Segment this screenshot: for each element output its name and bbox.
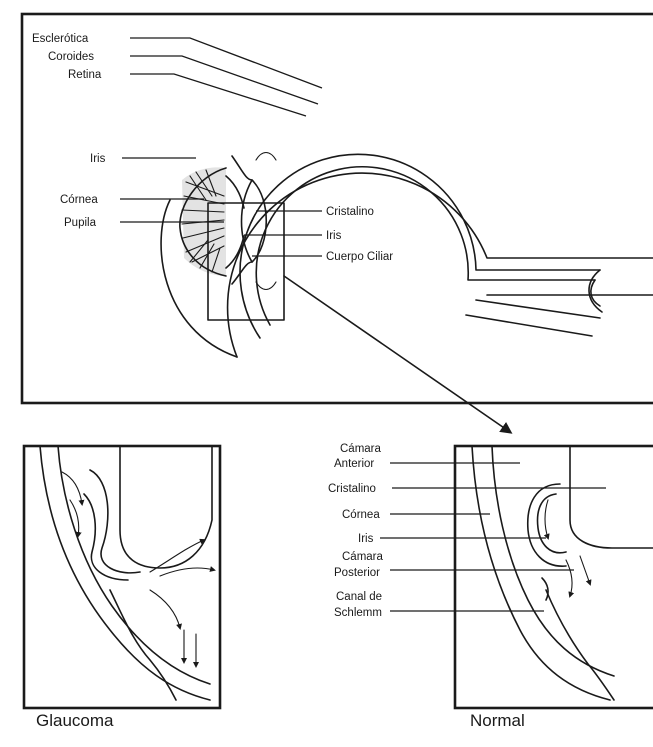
normal-flow-3 [580,556,590,584]
glaucoma-panel: Glaucoma [24,446,220,730]
normal-flow-1 [545,500,548,538]
glaucoma-ciliary [110,590,176,700]
optic-nerve-sheath [466,300,600,336]
glaucoma-illustration [40,446,214,700]
eyeball-cross-section [161,153,653,358]
normal-cornea [472,446,610,700]
label-iris-n: Iris [358,533,374,545]
glaucoma-caption: Glaucoma [36,711,114,730]
normal-illustration [472,446,653,700]
retina-layer [256,167,595,325]
label-camara-posterior-1: Cámara [342,551,384,563]
normal-schlemm [542,578,548,600]
leader-retina [130,74,306,116]
label-iris: Iris [90,153,106,165]
glaucoma-flow-3 [150,540,204,572]
label-camara-anterior-2: Anterior [334,458,374,470]
normal-lens [570,446,653,548]
optic-nerve-end [589,270,602,312]
label-canal-1: Canal de [336,591,382,603]
label-cornea-n: Córnea [342,509,380,521]
glaucoma-flow-5 [150,590,180,628]
label-camara-anterior-1: Cámara [340,443,382,455]
normal-ciliary [546,590,614,700]
normal-iris-2 [538,494,566,553]
normal-flow-2 [566,560,572,596]
glaucoma-panel-frame [24,446,220,708]
label-coroides: Coroides [48,51,94,63]
normal-cornea-inner [492,446,614,676]
leader-coroides [130,56,318,104]
normal-panel-frame [455,446,653,708]
label-esclerotica: Esclerótica [32,33,89,45]
leader-esclerotica [130,38,322,88]
glaucoma-iris [90,470,140,573]
label-camara-posterior-2: Posterior [334,567,380,579]
glaucoma-cornea-inner [58,446,210,684]
normal-labels: Cámara Anterior Cristalino Córnea Iris C… [328,443,606,619]
label-cristalino-n: Cristalino [328,483,376,495]
lens [242,180,267,262]
label-pupila: Pupila [64,217,97,229]
glaucoma-lens [120,446,212,568]
label-cristalino: Cristalino [326,206,374,218]
glaucoma-flow-1 [62,472,82,504]
normal-iris [528,484,566,566]
label-iris-right: Iris [326,230,342,242]
label-cuerpo-ciliar: Cuerpo Ciliar [326,251,393,263]
label-canal-2: Schlemm [334,607,382,619]
label-retina: Retina [68,69,102,81]
glaucoma-flow-4 [160,568,214,576]
label-cornea: Córnea [60,194,98,206]
normal-caption: Normal [470,711,525,730]
top-panel: Esclerótica Coroides Retina Iris Córnea … [22,14,653,403]
